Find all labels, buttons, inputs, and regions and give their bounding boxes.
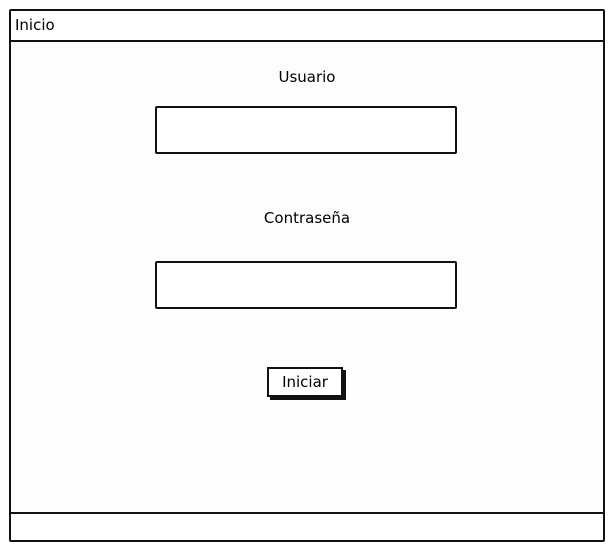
login-button[interactable]: Iniciar (267, 367, 343, 397)
username-field[interactable] (155, 106, 457, 154)
password-field[interactable] (155, 261, 457, 309)
window-title: Inicio (15, 16, 55, 34)
password-label: Contraseña (263, 209, 351, 227)
window-footer-bar (11, 512, 603, 540)
login-window: Inicio Usuario Contraseña Iniciar (9, 9, 605, 542)
username-label: Usuario (278, 68, 336, 86)
window-title-bar: Inicio (11, 11, 603, 42)
